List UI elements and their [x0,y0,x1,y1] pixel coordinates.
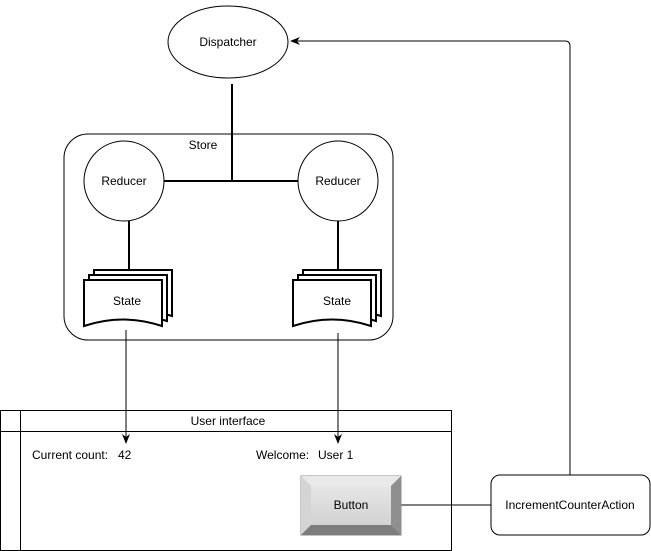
dispatcher-node[interactable]: Dispatcher [167,5,289,79]
current-count-label: Current count: [32,448,108,462]
ui-button[interactable]: Button [300,475,402,536]
state-right-label: State [323,294,351,308]
increment-counter-action-label: IncrementCounterAction [505,498,634,512]
increment-counter-action-node[interactable]: IncrementCounterAction [490,474,651,536]
user-interface-title: User interface [191,414,266,428]
store-container[interactable]: Store [63,133,394,341]
reducer-left-label: Reducer [101,174,146,188]
reducer-right-label: Reducer [315,174,360,188]
ui-button-label: Button [334,498,369,512]
reducer-right[interactable]: Reducer [297,140,379,222]
dispatcher-label: Dispatcher [199,35,256,49]
welcome-value: User 1 [318,448,354,462]
current-count-value: 42 [118,448,132,462]
state-left[interactable]: State [83,269,173,328]
action-to-dispatcher-arrow [290,37,571,475]
connectors [122,37,571,506]
state-left-label: State [113,294,141,308]
welcome-label: Welcome: [256,448,309,462]
reducer-left[interactable]: Reducer [83,140,165,222]
state-right[interactable]: State [292,269,382,328]
store-label: Store [189,138,218,152]
